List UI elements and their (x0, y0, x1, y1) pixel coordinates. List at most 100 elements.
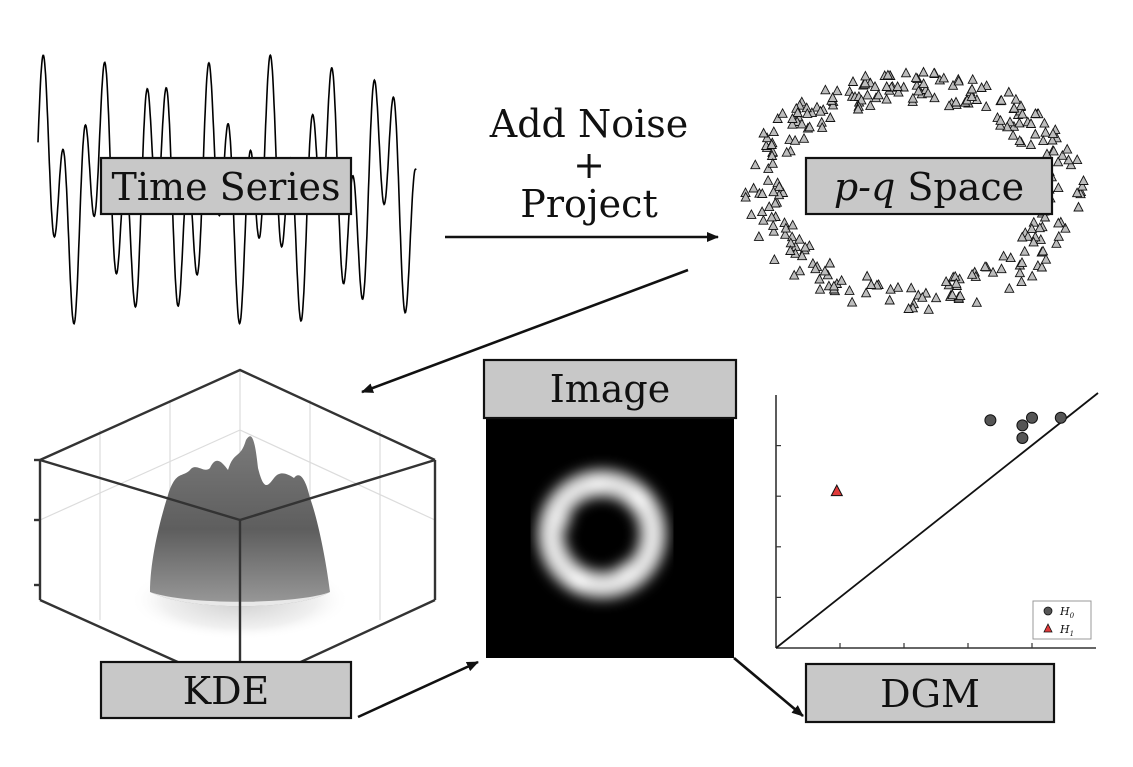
pq-point (903, 303, 914, 313)
pq-point (798, 132, 810, 143)
pq-point (1007, 129, 1019, 140)
pq-point (780, 222, 792, 233)
pq-point (1039, 211, 1051, 222)
pq-point (1030, 108, 1041, 118)
dgm-label: DGM (880, 672, 980, 716)
arrow-pq-to-kde (361, 268, 689, 394)
pq-space-label: p-q Space (834, 165, 1024, 209)
op-project: Project (520, 182, 657, 226)
pq-point (1060, 222, 1071, 233)
pq-point (824, 257, 836, 268)
kde-label: KDE (183, 669, 270, 713)
pq-point (766, 211, 777, 222)
pq-point (1078, 175, 1089, 185)
pq-point (1077, 180, 1088, 191)
dgm-h0-point (1016, 432, 1029, 445)
pq-point (820, 84, 831, 95)
pq-point (971, 296, 983, 307)
time-series-label: Time Series (112, 165, 341, 209)
pq-point (1039, 117, 1050, 128)
pq-point (792, 107, 803, 117)
pq-point (996, 94, 1007, 105)
dgm-h0-point (984, 414, 997, 427)
pq-point (828, 280, 840, 291)
pq-point (844, 284, 855, 295)
pq-point (1026, 223, 1038, 234)
pq-point (846, 296, 858, 307)
pq-point (943, 100, 955, 111)
pq-point (995, 119, 1006, 130)
pq-point (763, 201, 775, 212)
pq-point (953, 75, 964, 86)
pq-point (976, 82, 987, 92)
pq-point (1073, 201, 1084, 212)
legend-h1-label: H1 (1059, 623, 1074, 638)
pq-point (827, 92, 838, 102)
pq-point (804, 121, 815, 132)
pq-point (1053, 182, 1064, 193)
pq-point (1034, 222, 1046, 233)
pq-space-scatter (740, 66, 1089, 314)
pq-point (1005, 252, 1016, 263)
pq-point (987, 266, 999, 277)
pq-point (947, 289, 958, 300)
persistence-diagram: H0 H1 (775, 392, 1099, 649)
pq-point (1015, 100, 1027, 111)
pq-point (852, 103, 864, 114)
pq-point (966, 90, 978, 101)
pq-point (859, 77, 871, 88)
pq-point (772, 113, 783, 123)
pq-point (815, 105, 826, 116)
pq-point (865, 99, 876, 110)
pq-point (748, 182, 759, 193)
pq-point (814, 283, 826, 294)
dgm-h1-point (830, 484, 844, 497)
pq-point (1010, 93, 1022, 104)
pq-point (1016, 276, 1027, 287)
pq-point (869, 80, 881, 91)
dgm-diagonal (775, 392, 1099, 649)
pq-point (1016, 256, 1028, 267)
pq-point (769, 253, 780, 264)
pq-point (907, 92, 919, 103)
pq-point (766, 139, 777, 149)
pq-point (1008, 102, 1020, 113)
pq-point (940, 275, 952, 286)
pq-point (787, 118, 798, 129)
pq-point (881, 93, 892, 104)
pq-point (1014, 267, 1026, 278)
pq-point (777, 107, 788, 118)
pq-point (1071, 187, 1083, 198)
pq-point (799, 241, 811, 252)
pq-point (892, 281, 904, 292)
pq-point (1047, 128, 1059, 139)
pq-point (938, 72, 950, 83)
pq-point (1025, 118, 1037, 128)
pq-point (881, 81, 892, 91)
pq-point (787, 113, 798, 123)
pq-point (746, 208, 757, 219)
pq-point (905, 282, 917, 293)
pq-point (796, 118, 808, 129)
pq-point (1025, 139, 1037, 150)
pq-point (1040, 126, 1051, 137)
label-box-dgm: DGM (804, 662, 1056, 724)
pq-point (1028, 236, 1039, 247)
pq-point (767, 157, 779, 168)
pq-point (1017, 108, 1028, 119)
pq-point (950, 96, 962, 107)
dgm-h0-point (1016, 419, 1029, 432)
image-label: Image (550, 367, 671, 411)
pq-point (913, 85, 924, 96)
pq-point (1030, 128, 1041, 139)
dgm-h0-point (1026, 411, 1038, 424)
pq-point (1037, 135, 1049, 146)
pq-point (825, 112, 836, 122)
pq-point (770, 197, 781, 208)
pq-point (802, 107, 813, 118)
pq-point (1052, 156, 1064, 167)
pq-point (788, 269, 800, 280)
label-box-pq-space: p-q Space (804, 156, 1054, 216)
pq-point (763, 162, 774, 173)
pq-point (831, 85, 843, 96)
